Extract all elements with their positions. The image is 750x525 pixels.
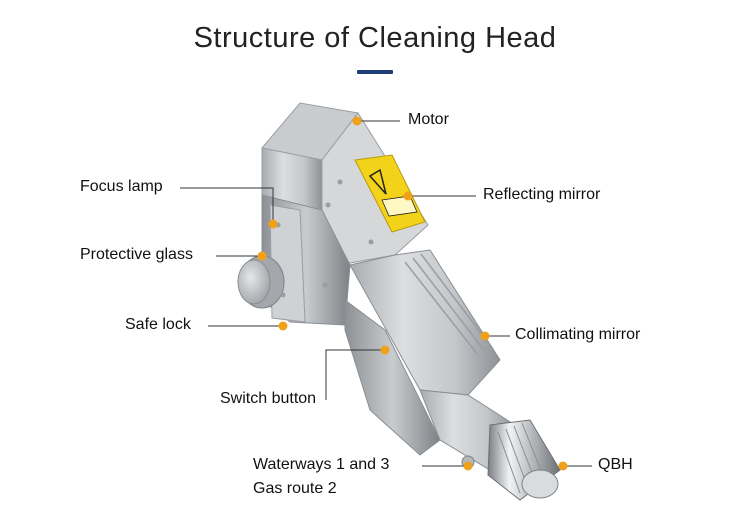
qbh-end [521,469,559,499]
laser-warning-text-box [381,195,418,217]
marker-qbh [558,461,568,471]
marker-protective-glass [257,251,267,261]
label-focus-lamp: Focus lamp [80,178,163,195]
leader-lines [180,120,592,467]
marker-focus-lamp [268,219,278,229]
cleaning-head-body [237,102,561,501]
markers [257,116,568,471]
label-collimating-mirror: Collimating mirror [515,326,641,343]
marker-switch-button [380,345,390,355]
leader-switch-button [325,349,385,400]
marker-reflecting-mirror [403,191,413,201]
label-gas-route: Gas route 2 [253,480,337,497]
label-switch-button: Switch button [220,390,317,407]
laser-warning-triangle [368,168,387,195]
marker-collimating-mirror [480,331,490,341]
label-qbh: QBH [598,456,633,473]
label-reflecting-mirror: Reflecting mirror [483,186,601,203]
protective-glass-knob [237,259,271,305]
label-motor: Motor [408,111,449,128]
label-waterways: Waterways 1 and 3 [253,456,390,473]
marker-waterways [463,461,473,471]
cooling-fins [404,253,491,356]
label-safe-lock: Safe lock [125,316,191,333]
diagram-title: Structure of Cleaning Head [193,22,557,54]
title-underline [357,70,393,74]
marker-safe-lock [278,321,288,331]
label-protective-glass: Protective glass [80,246,193,263]
grip [344,299,441,456]
leader-focus-lamp [180,187,274,224]
marker-motor [352,116,362,126]
